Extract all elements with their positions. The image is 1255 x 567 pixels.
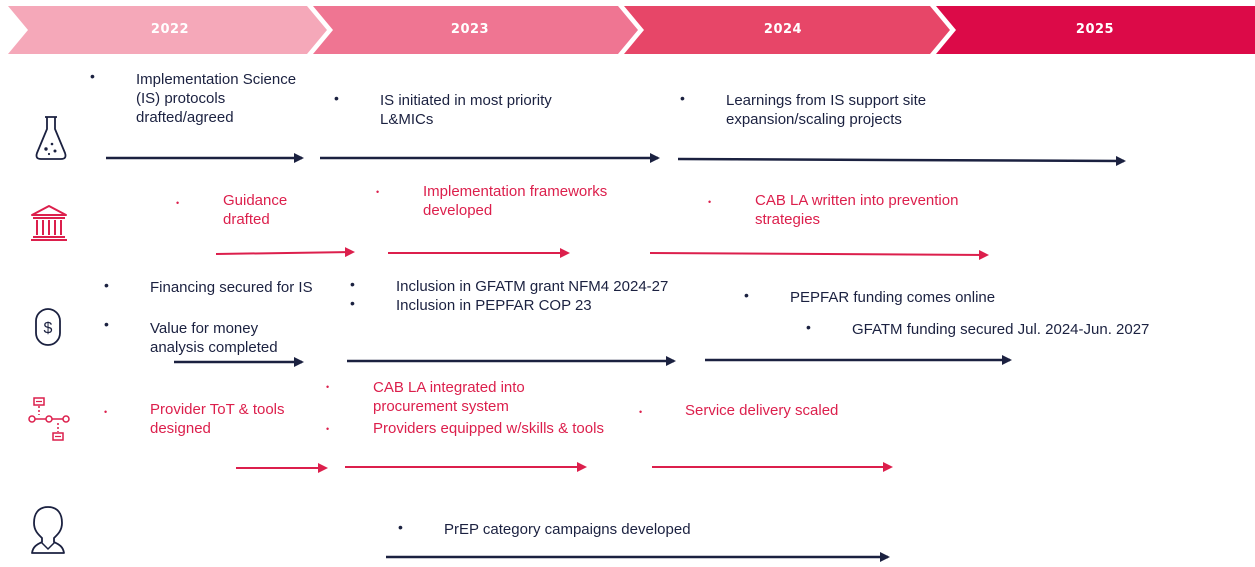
timeline-band bbox=[8, 6, 1255, 54]
item-service-delivery: Service delivery scaled bbox=[685, 402, 839, 419]
year-2023: 2023 bbox=[450, 22, 490, 37]
bullet: • bbox=[708, 197, 712, 207]
item-guidance: Guidance drafted bbox=[223, 192, 288, 228]
svg-text:$: $ bbox=[44, 320, 53, 337]
bullet: • bbox=[104, 277, 109, 293]
year-2025: 2025 bbox=[1075, 22, 1115, 37]
flask-icon bbox=[35, 116, 67, 160]
item-gfatm-nfm4: Inclusion in GFATM grant NFM4 2024-27 bbox=[396, 278, 669, 295]
bullet: • bbox=[744, 287, 749, 303]
bullet: • bbox=[680, 90, 685, 106]
bullet: • bbox=[326, 382, 330, 392]
bullet: • bbox=[104, 316, 109, 332]
chevron-2022 bbox=[8, 6, 327, 54]
item-procurement: CAB LA integrated into procurement syste… bbox=[373, 379, 525, 415]
arrow bbox=[677, 155, 1126, 166]
item-is-learnings: Learnings from IS support site expansion… bbox=[726, 92, 927, 128]
bullet: • bbox=[176, 198, 180, 208]
item-prevention-strategies: CAB LA written into prevention strategie… bbox=[755, 192, 959, 228]
person-icon bbox=[31, 506, 65, 554]
arrow bbox=[649, 249, 989, 260]
dollar-icon: $ bbox=[35, 308, 61, 346]
chevron-2023 bbox=[313, 6, 638, 54]
bullet: • bbox=[90, 68, 95, 84]
bullet: • bbox=[326, 424, 330, 434]
year-2022: 2022 bbox=[150, 22, 190, 37]
item-pepfar-funding: PEPFAR funding comes online bbox=[790, 289, 996, 306]
bullet: • bbox=[806, 319, 811, 335]
bullet: • bbox=[398, 519, 403, 535]
bullet: • bbox=[104, 407, 108, 417]
item-provider-tot: Provider ToT & tools designed bbox=[150, 401, 285, 437]
year-2024: 2024 bbox=[763, 22, 803, 37]
bullet: • bbox=[376, 187, 380, 197]
item-providers-equipped: Providers equipped w/skills & tools bbox=[373, 420, 604, 437]
bullet: • bbox=[350, 276, 355, 292]
chevron-2024 bbox=[624, 6, 950, 54]
item-is-initiated: IS initiated in most priority L&MICs bbox=[380, 92, 552, 128]
bullet: • bbox=[334, 90, 339, 106]
item-value-for-money: Value for money analysis completed bbox=[150, 320, 278, 356]
network-icon bbox=[28, 397, 70, 441]
item-pepfar-cop: Inclusion in PEPFAR COP 23 bbox=[396, 297, 592, 314]
chevron-2025 bbox=[936, 6, 1255, 54]
bullet: • bbox=[350, 295, 355, 311]
arrow bbox=[215, 247, 355, 258]
item-frameworks: Implementation frameworks developed bbox=[423, 183, 608, 219]
item-prep-campaigns: PrEP category campaigns developed bbox=[444, 521, 691, 538]
institution-icon bbox=[31, 205, 67, 241]
item-is-protocols: Implementation Science (IS) protocols dr… bbox=[136, 71, 297, 126]
bullet: • bbox=[639, 407, 643, 417]
item-gfatm-funding: GFATM funding secured Jul. 2024-Jun. 202… bbox=[852, 321, 1150, 338]
item-financing: Financing secured for IS bbox=[150, 279, 313, 296]
